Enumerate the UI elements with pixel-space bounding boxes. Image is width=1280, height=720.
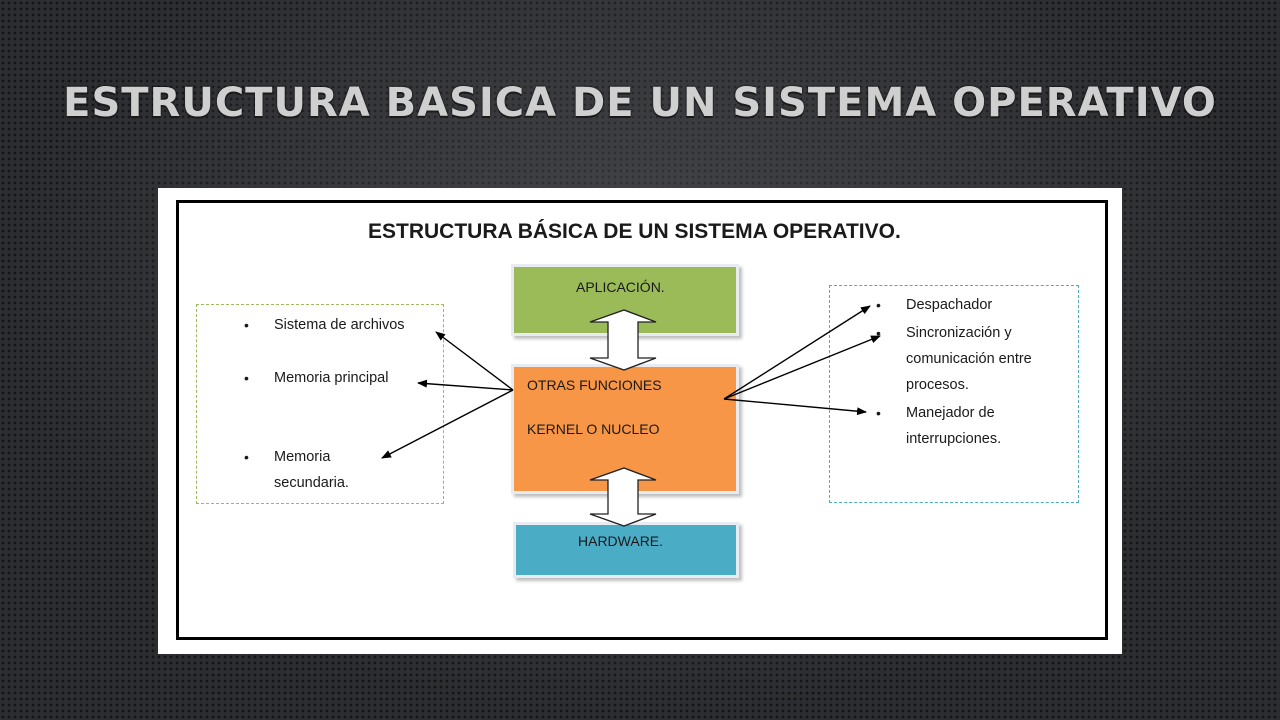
kernel-label-kernel: KERNEL O NUCLEO	[527, 421, 660, 437]
list-item: • Manejador de	[876, 400, 995, 426]
arrow-to-dispatcher	[723, 305, 871, 400]
list-item: • Despachador	[876, 292, 992, 318]
slide-title: ESTRUCTURA BASICA DE UN SISTEMA OPERATIV…	[63, 80, 1217, 126]
application-label: APLICACIÓN.	[576, 279, 665, 295]
list-item-continuation: secundaria.	[274, 475, 349, 491]
arrow-to-sync	[723, 335, 881, 400]
application-box: APLICACIÓN.	[511, 264, 739, 336]
hardware-box: HARDWARE.	[513, 522, 739, 578]
bullet-icon: •	[876, 297, 881, 313]
diagram-frame	[176, 200, 1108, 640]
connector-arrows	[381, 305, 881, 527]
list-item-continuation: interrupciones.	[906, 431, 1002, 447]
list-item: • Sincronización y	[876, 320, 1012, 346]
list-item-continuation: comunicación entre	[906, 351, 1032, 367]
double-arrow-kernel-hardware	[589, 467, 657, 527]
right-group	[829, 285, 1079, 503]
hardware-label: HARDWARE.	[578, 533, 664, 549]
list-item: • Memoria	[244, 444, 330, 470]
kernel-label-other-functions: OTRAS FUNCIONES	[527, 377, 662, 393]
list-item: • Memoria principal	[244, 365, 388, 391]
arrow-to-main-memory	[417, 379, 514, 391]
list-item: • Sistema de archivos	[244, 312, 405, 338]
double-arrow-app-kernel	[589, 309, 657, 371]
bullet-icon: •	[876, 405, 881, 421]
bullet-icon: •	[244, 449, 249, 465]
arrow-to-secondary-memory	[381, 389, 514, 459]
diagram-figure: ESTRUCTURA BÁSICA DE UN SISTEMA OPERATIV…	[158, 188, 1122, 654]
left-group	[196, 304, 444, 504]
bullet-icon: •	[244, 317, 249, 333]
bullet-icon: •	[244, 370, 249, 386]
list-item-continuation: procesos.	[906, 377, 969, 393]
arrow-to-interrupts	[723, 398, 867, 416]
bullet-icon: •	[876, 325, 881, 341]
diagram-title: ESTRUCTURA BÁSICA DE UN SISTEMA OPERATIV…	[368, 220, 901, 243]
arrow-to-file-system	[435, 331, 514, 391]
